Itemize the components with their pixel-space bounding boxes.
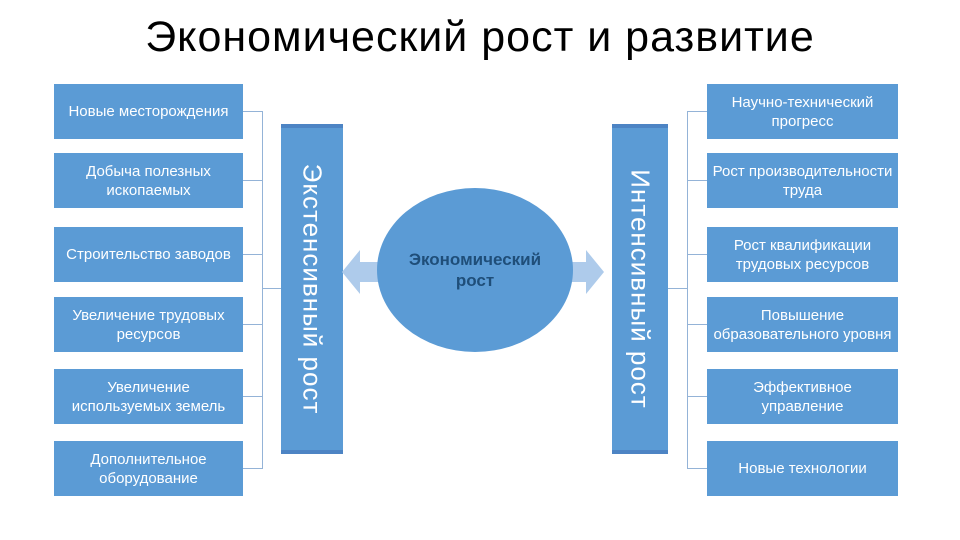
right-item-1: Научно-технический прогресс [707,84,898,139]
left-item-3: Строительство заводов [54,227,243,282]
connector-right-stub-2 [688,180,707,181]
connector-left-stub-1 [243,111,262,112]
center-ellipse-label: Экономический рост [408,250,542,290]
connector-left-stub-4 [243,324,262,325]
left-item-4: Увеличение трудовых ресурсов [54,297,243,352]
connector-right-stub-4 [688,324,707,325]
intensive-growth-bar: Интенсивный рост [612,124,668,454]
left-item-1: Новые месторождения [54,84,243,139]
right-item-4: Повышение образовательного уровня [707,297,898,352]
connector-right-stub-3 [688,254,707,255]
extensive-growth-bar-label: Экстенсивный рост [297,163,328,415]
connector-right-stub-1 [688,111,707,112]
intensive-growth-bar-label: Интенсивный рост [625,169,656,409]
connector-right-stub-6 [688,468,707,469]
connector-left-trunk [262,288,281,289]
left-item-6: Дополнительное оборудование [54,441,243,496]
connector-left-spine [262,111,263,469]
connector-left-stub-2 [243,180,262,181]
right-arrow-icon [567,250,604,294]
connector-left-stub-5 [243,396,262,397]
connector-left-stub-6 [243,468,262,469]
left-item-2: Добыча полезных ископаемых [54,153,243,208]
connector-right-spine [687,111,688,469]
right-item-2: Рост производительности труда [707,153,898,208]
left-arrow-icon [342,250,379,294]
connector-right-stub-5 [688,396,707,397]
right-item-5: Эффективное управление [707,369,898,424]
right-item-6: Новые технологии [707,441,898,496]
right-item-3: Рост квалификации трудовых ресурсов [707,227,898,282]
extensive-growth-bar: Экстенсивный рост [281,124,343,454]
page-title: Экономический рост и развитие [145,13,815,61]
center-ellipse: Экономический рост [377,188,573,352]
connector-left-stub-3 [243,254,262,255]
left-item-5: Увеличение используемых земель [54,369,243,424]
connector-right-trunk [668,288,687,289]
